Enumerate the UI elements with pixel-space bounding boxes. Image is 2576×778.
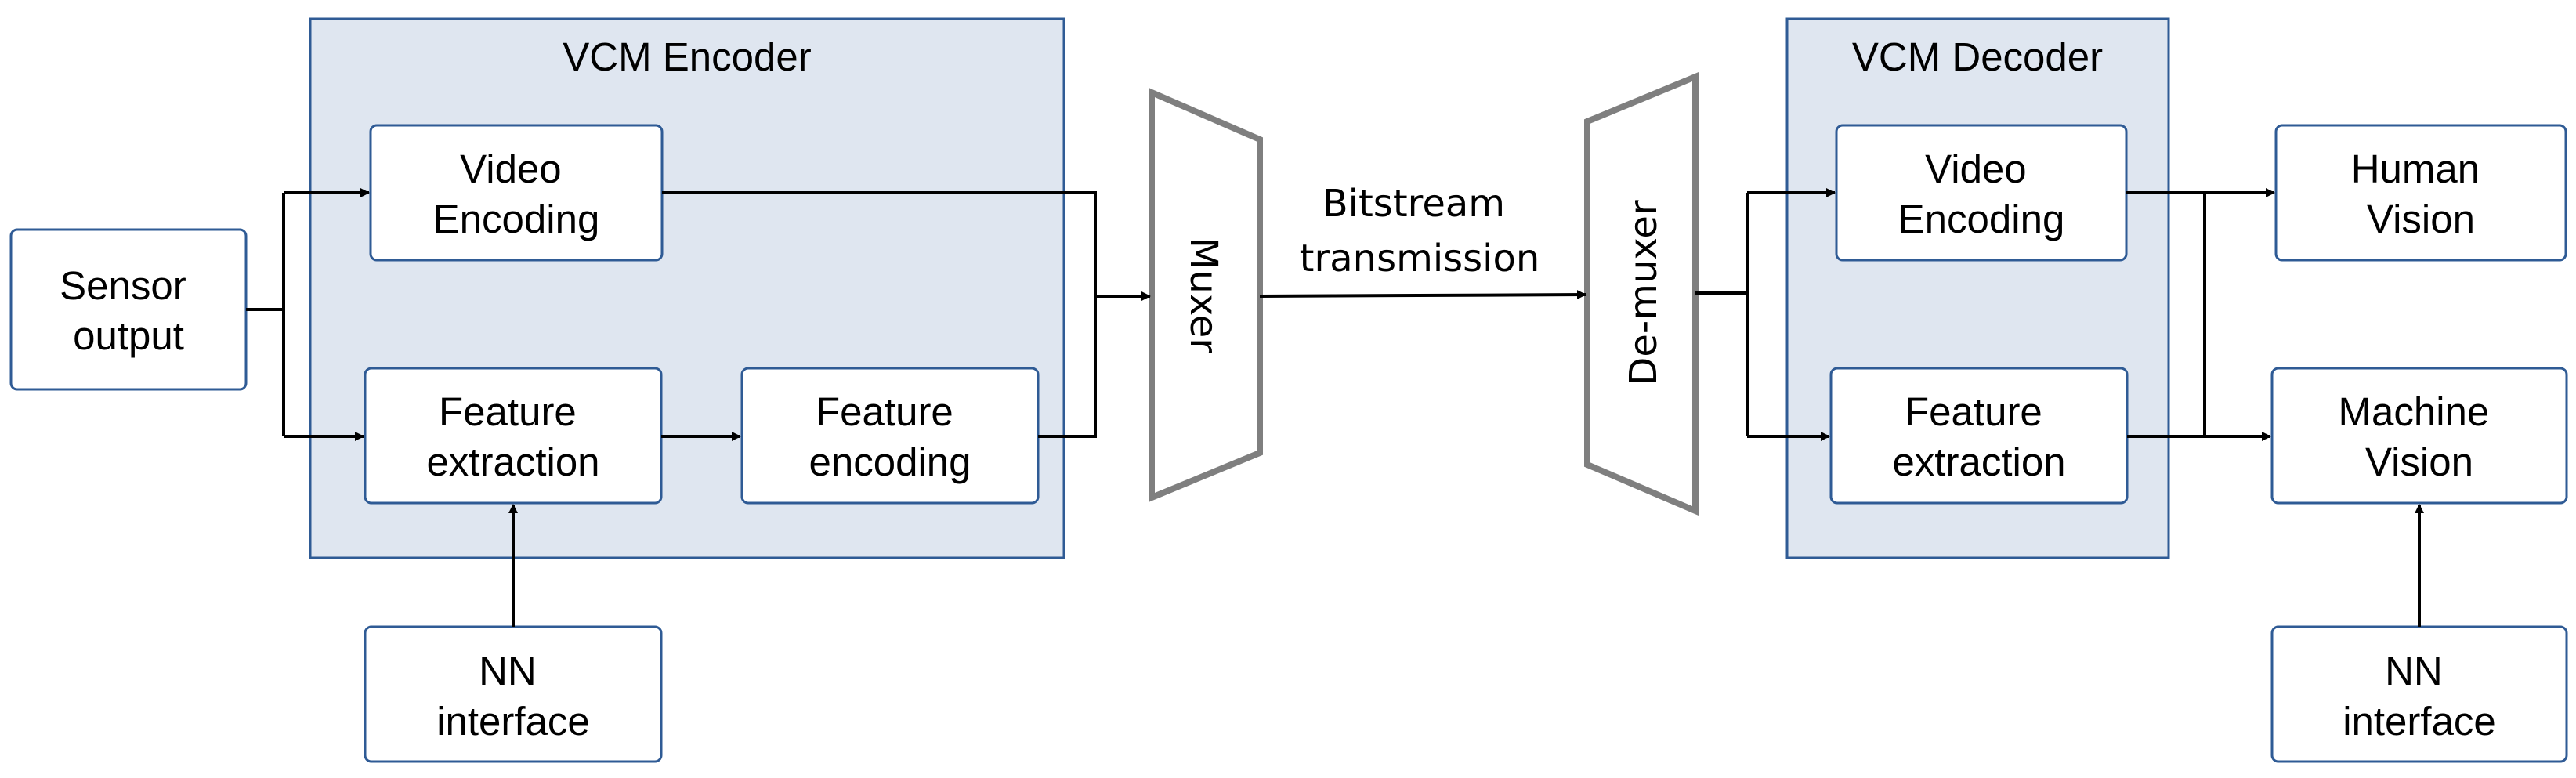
machine-vision-label: Machine Vision — [2339, 389, 2501, 484]
encoder-feature-extraction-label: Feature extraction — [426, 389, 599, 484]
sensor-split-connector — [246, 193, 285, 436]
demuxer-block: De-muxer — [1584, 72, 1699, 516]
human-vision-box: Human Vision — [2274, 124, 2567, 262]
bitstream-transmission-label: Bitstream transmission — [1300, 182, 1540, 280]
human-vision-label: Human Vision — [2351, 147, 2491, 241]
video-encoding-to-muxer-line — [662, 191, 1097, 438]
decoder-video-encoding-box: Video Encoding — [1835, 124, 2128, 262]
decoder-nn-interface-box: NN interface — [2270, 625, 2568, 763]
encoder-nn-interface-box: NN interface — [364, 625, 663, 763]
vcm-decoder-title: VCM Decoder — [1852, 34, 2103, 79]
encoder-nn-interface-label: NN interface — [436, 649, 590, 744]
decoder-video-encoding-label: Video Encoding — [1898, 147, 2065, 241]
decoder-feature-extraction-label: Feature extraction — [1892, 389, 2065, 484]
decoder-feature-extraction-box: Feature extraction — [1829, 367, 2129, 505]
encoder-feature-encoding-label: Feature encoding — [809, 389, 971, 484]
decoder-nn-interface-label: NN interface — [2343, 649, 2496, 744]
bitstream-arrow — [1259, 290, 1586, 300]
machine-vision-box: Machine Vision — [2270, 367, 2568, 505]
muxer-block: Muxer — [1149, 87, 1263, 502]
muxer-label: Muxer — [1181, 237, 1225, 353]
encoder-feature-encoding-box: Feature encoding — [740, 367, 1040, 505]
sensor-output-label: Sensor output — [60, 263, 197, 358]
demuxer-label: De-muxer — [1622, 200, 1666, 385]
encoder-video-encoding-label: Video Encoding — [433, 147, 600, 241]
encoder-video-encoding-box: Video Encoding — [369, 124, 664, 262]
vcm-encoder-title: VCM Encoder — [563, 34, 811, 79]
encoder-feature-extraction-box: Feature extraction — [364, 367, 663, 505]
sensor-output-box: Sensor output — [9, 228, 248, 391]
demuxer-split-connector — [1695, 193, 1749, 436]
